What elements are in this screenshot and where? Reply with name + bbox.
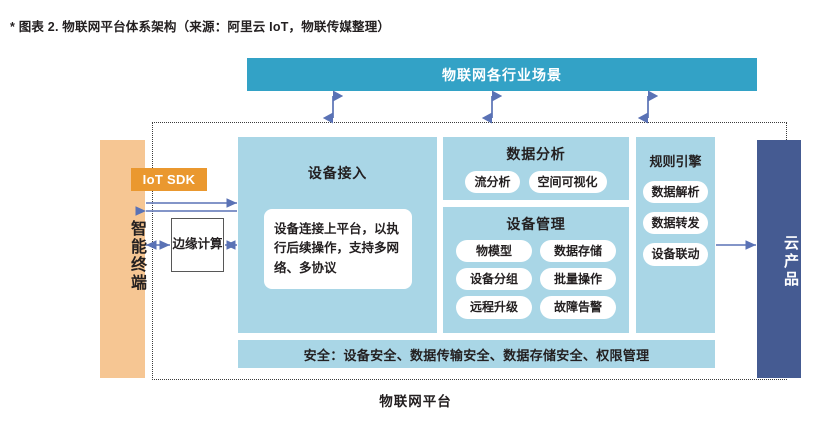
list-item: 空间可视化 <box>528 171 607 194</box>
list-item: 设备联动 <box>643 243 708 266</box>
device-management-panel: 设备管理 物模型 数据存储 设备分组 批量操作 远程升级 故障告警 <box>443 207 629 333</box>
list-item: 设备分组 <box>456 268 532 291</box>
industry-scenarios-label: 物联网各行业场景 <box>442 66 562 83</box>
security-label: 安全：设备安全、数据传输安全、数据存储安全、权限管理 <box>303 347 650 363</box>
cloud-products-bar <box>757 140 801 378</box>
rules-engine-items: 数据解析 数据转发 设备联动 <box>636 181 715 266</box>
list-item: 流分析 <box>465 171 520 194</box>
edge-computing-box: 边缘计算 <box>171 218 224 272</box>
device-access-title: 设备接入 <box>307 165 368 181</box>
security-bar: 安全：设备安全、数据传输安全、数据存储安全、权限管理 <box>238 340 715 368</box>
device-access-description: 设备连接上平台，以执行后续操作，支持多网络、多协议 <box>264 209 412 290</box>
iot-sdk-badge: IoT SDK <box>131 168 207 191</box>
cloud-products-label: 云产品 <box>782 235 799 289</box>
list-item: 数据转发 <box>643 212 708 235</box>
data-analysis-items: 流分析 空间可视化 <box>443 171 629 194</box>
device-management-items: 物模型 数据存储 设备分组 批量操作 远程升级 故障告警 <box>443 234 629 319</box>
smart-terminal-label: 智能终端 <box>128 220 145 292</box>
device-access-panel: 设备接入 设备连接上平台，以执行后续操作，支持多网络、多协议 <box>238 137 437 333</box>
list-item: 故障告警 <box>540 296 616 319</box>
data-analysis-title: 数据分析 <box>506 146 566 162</box>
platform-label: 物联网平台 <box>379 394 452 409</box>
edge-computing-label: 边缘计算 <box>172 237 223 252</box>
rules-engine-panel: 规则引擎 数据解析 数据转发 设备联动 <box>636 137 715 333</box>
list-item: 数据存储 <box>540 240 616 263</box>
figure-caption: * 图表 2. 物联网平台体系架构（来源：阿里云 IoT，物联传媒整理） <box>10 20 391 34</box>
list-item: 数据解析 <box>643 181 708 204</box>
rules-engine-title: 规则引擎 <box>649 154 702 169</box>
iot-sdk-label: IoT SDK <box>142 172 196 187</box>
industry-scenarios-bar: 物联网各行业场景 <box>247 58 757 91</box>
list-item: 批量操作 <box>540 268 616 291</box>
device-management-title: 设备管理 <box>506 216 566 232</box>
list-item: 物模型 <box>456 240 532 263</box>
list-item: 远程升级 <box>456 296 532 319</box>
data-analysis-panel: 数据分析 流分析 空间可视化 <box>443 137 629 200</box>
